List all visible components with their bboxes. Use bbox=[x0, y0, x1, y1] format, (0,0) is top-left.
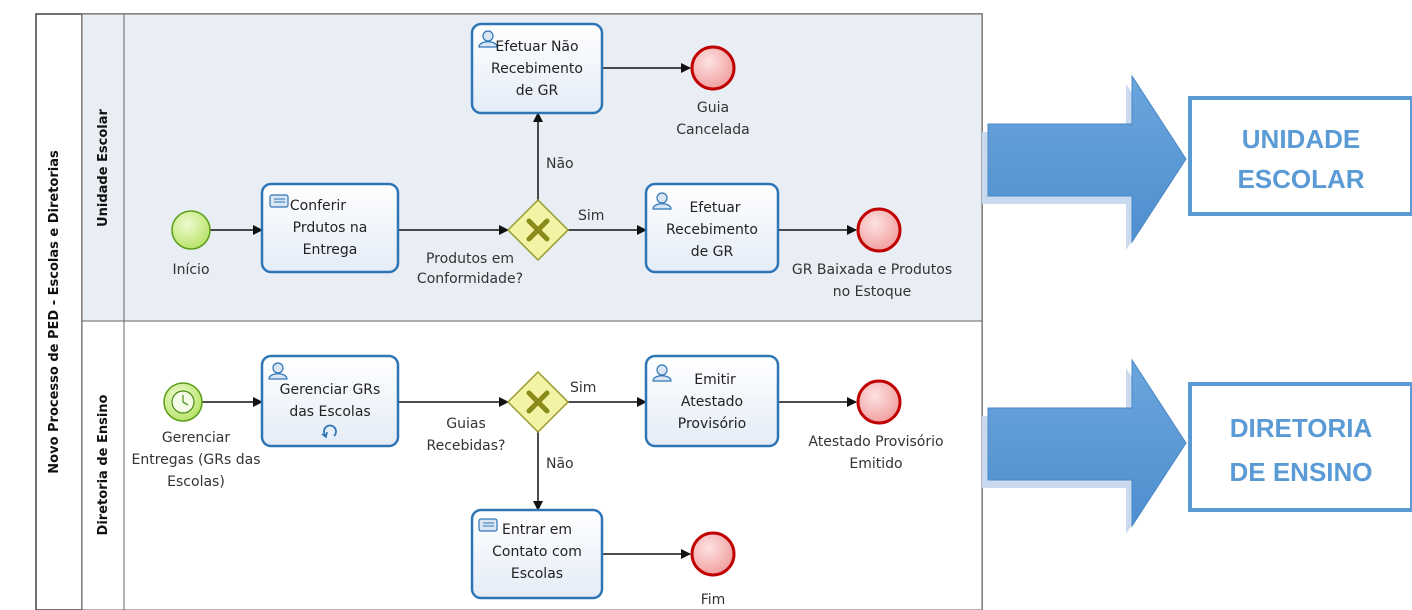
exclusive-x-icon bbox=[526, 390, 550, 414]
callout-line-2: DE ENSINO bbox=[1229, 457, 1372, 487]
end-circle bbox=[690, 45, 736, 91]
task-efetuar-recebimento[interactable]: Efetuar Recebimento de GR bbox=[644, 182, 780, 274]
callout-line-2: ESCOLAR bbox=[1237, 164, 1364, 194]
callout-border bbox=[1188, 96, 1412, 216]
callout-border bbox=[1188, 382, 1412, 512]
user-task-icon bbox=[652, 364, 672, 382]
clock-icon bbox=[171, 390, 195, 414]
task-emitir-atestado[interactable]: Emitir Atestado Provisório bbox=[644, 354, 780, 448]
user-task-icon bbox=[268, 362, 288, 380]
callout-arrow-diretoria-ensino bbox=[982, 358, 1187, 534]
gateway-produtos-conformidade[interactable] bbox=[506, 198, 570, 262]
end-label-line-2: Cancelada bbox=[676, 122, 749, 138]
timer-label-line-2: Entregas (GRs das bbox=[131, 452, 260, 468]
user-task-icon bbox=[652, 192, 672, 210]
task-box bbox=[644, 354, 780, 448]
gateway-label-line-1: Guias bbox=[446, 416, 485, 432]
arrow-right-icon bbox=[987, 74, 1187, 244]
flow-label-nao-de: Não bbox=[546, 456, 574, 472]
manual-task-icon bbox=[269, 194, 289, 208]
task-efetuar-nao-recebimento[interactable]: Efetuar Não Recebimento de GR bbox=[470, 22, 604, 115]
task-box bbox=[260, 182, 400, 274]
end-label-line-1: Atestado Provisório bbox=[808, 434, 943, 450]
callout-line-1: DIRETORIA bbox=[1230, 413, 1373, 443]
task-box bbox=[470, 508, 604, 600]
start-event-inicio[interactable] bbox=[171, 210, 211, 250]
timer-start-event[interactable] bbox=[163, 382, 203, 422]
gateway-guias-recebidas[interactable] bbox=[506, 370, 570, 434]
gateway-label-line-1: Produtos em bbox=[426, 251, 514, 267]
timer-label-line-1: Gerenciar bbox=[162, 430, 231, 446]
start-circle bbox=[171, 210, 211, 250]
task-box bbox=[470, 22, 604, 115]
start-label-inicio: Início bbox=[172, 262, 209, 278]
task-label-line-2: Contato com bbox=[492, 544, 582, 560]
end-event-fim[interactable] bbox=[690, 531, 736, 577]
callout-line-1: UNIDADE bbox=[1242, 124, 1360, 154]
exclusive-x-icon bbox=[526, 218, 550, 242]
end-label-line-2: Emitido bbox=[849, 456, 902, 472]
end-event-atestado-emitido[interactable] bbox=[856, 379, 902, 425]
end-label-fim: Fim bbox=[701, 592, 726, 608]
timer-label-line-3: Escolas) bbox=[167, 474, 225, 490]
task-label-line-3: de GR bbox=[691, 244, 734, 260]
callout-box-diretoria-ensino: DIRETORIA DE ENSINO bbox=[1188, 382, 1412, 512]
flow-label-nao-ue: Não bbox=[546, 156, 574, 172]
task-label-line-3: Escolas bbox=[511, 566, 563, 582]
end-circle bbox=[856, 207, 902, 253]
end-label-line-1: GR Baixada e Produtos bbox=[792, 262, 952, 278]
task-label-line-2: das Escolas bbox=[289, 404, 370, 420]
end-circle bbox=[690, 531, 736, 577]
task-label-line-2: Prdutos na bbox=[293, 220, 368, 236]
end-event-guia-cancelada[interactable] bbox=[690, 45, 736, 91]
end-label-line-2: no Estoque bbox=[833, 284, 911, 300]
manual-task-icon bbox=[478, 518, 498, 532]
end-circle bbox=[856, 379, 902, 425]
arrow-right-icon bbox=[987, 358, 1187, 528]
task-box bbox=[260, 354, 400, 448]
task-entrar-contato[interactable]: Entrar em Contato com Escolas bbox=[470, 508, 604, 600]
pool-title: Novo Processo de PED - Escolas e Diretor… bbox=[47, 150, 62, 474]
task-conferir-produtos[interactable]: Conferir Prdutos na Entrega bbox=[260, 182, 400, 274]
task-label-line-3: Provisório bbox=[678, 416, 746, 432]
task-box bbox=[644, 182, 780, 274]
end-event-gr-baixada[interactable] bbox=[856, 207, 902, 253]
task-label-line-1: Efetuar Não bbox=[495, 39, 578, 55]
task-label-line-3: de GR bbox=[516, 83, 559, 99]
task-label-line-1: Efetuar bbox=[689, 200, 740, 216]
lane-title-diretoria-ensino: Diretoria de Ensino bbox=[96, 394, 111, 535]
flow-label-sim-ue: Sim bbox=[578, 208, 604, 224]
lane-title-unidade-escolar: Unidade Escolar bbox=[96, 108, 111, 226]
gateway-label-line-2: Recebidas? bbox=[427, 438, 506, 454]
task-label-line-2: Recebimento bbox=[666, 222, 758, 238]
loop-marker-icon bbox=[321, 424, 337, 439]
task-label-line-1: Emitir bbox=[694, 372, 736, 388]
task-label-line-1: Conferir bbox=[290, 198, 346, 214]
task-label-line-3: Entrega bbox=[303, 242, 358, 258]
end-label-line-1: Guia bbox=[697, 100, 729, 116]
task-gerenciar-grs[interactable]: Gerenciar GRs das Escolas bbox=[260, 354, 400, 448]
flow-label-sim-de: Sim bbox=[570, 380, 596, 396]
task-label-line-1: Gerenciar GRs bbox=[280, 382, 381, 398]
task-label-line-2: Atestado bbox=[681, 394, 743, 410]
task-label-line-2: Recebimento bbox=[491, 61, 583, 77]
gateway-label-line-2: Conformidade? bbox=[417, 271, 523, 287]
task-label-line-1: Entrar em bbox=[502, 522, 572, 538]
callout-arrow-unidade-escolar bbox=[982, 74, 1187, 250]
callout-box-unidade-escolar: UNIDADE ESCOLAR bbox=[1188, 96, 1412, 216]
user-task-icon bbox=[478, 30, 498, 48]
sequence-flows bbox=[202, 63, 857, 559]
